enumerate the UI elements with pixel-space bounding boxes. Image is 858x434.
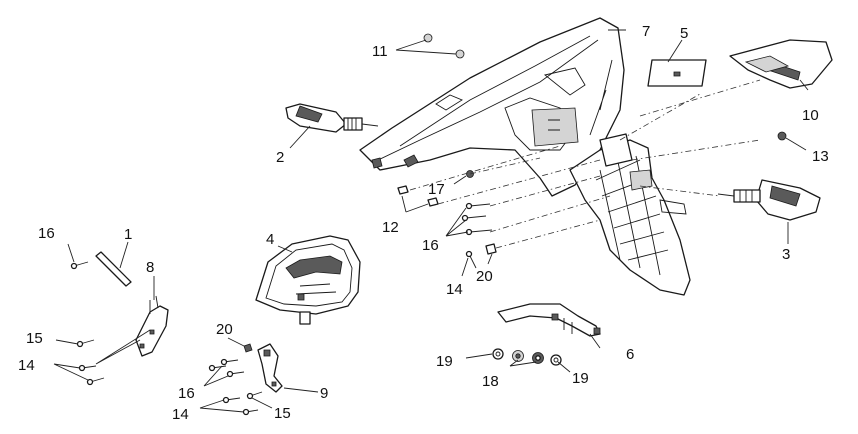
label-part-14-center: 14: [446, 281, 463, 298]
label-part-6: 6: [626, 346, 634, 363]
turn-signal-left-part-2: [285, 103, 379, 133]
reflector-cover-part-10: [729, 39, 833, 89]
label-part-1: 1: [124, 226, 132, 243]
turn-signal-right-part-3: [717, 179, 821, 221]
label-part-13: 13: [812, 148, 829, 165]
label-part-15-bottom: 15: [274, 405, 291, 422]
label-part-5: 5: [680, 25, 688, 42]
label-part-2: 2: [276, 149, 284, 166]
label-part-16-bottom: 16: [178, 385, 195, 402]
bracket-right-part-9: [257, 343, 283, 393]
label-part-7: 7: [642, 23, 650, 40]
rear-hugger-grille: [569, 133, 691, 296]
label-part-11: 11: [372, 43, 388, 60]
bracket-left-part-8: [135, 295, 169, 357]
label-part-10: 10: [802, 107, 819, 124]
label-part-19-right: 19: [572, 370, 589, 387]
assembly-centerlines: [409, 79, 761, 249]
label-part-18: 18: [482, 373, 499, 390]
label-part-8: 8: [146, 259, 154, 276]
tail-light-part-4: [255, 235, 361, 325]
label-part-4: 4: [266, 231, 274, 248]
label-part-20-center: 20: [476, 268, 493, 285]
label-part-16-center: 16: [422, 237, 439, 254]
label-part-20-bottom: 20: [216, 321, 233, 338]
label-part-14-bottom: 14: [172, 406, 189, 423]
hardware-fasteners: [70, 33, 787, 416]
label-part-16-left: 16: [38, 225, 55, 242]
label-part-9: 9: [320, 385, 328, 402]
label-part-19-left: 19: [436, 353, 453, 370]
bracket-part-6: [497, 303, 601, 337]
leader-lines: [53, 29, 809, 413]
label-part-3: 3: [782, 246, 790, 263]
label-part-17: 17: [428, 181, 445, 198]
callout-labels: 1 2 3 4 5 6 7 8 9 10 11 12 13 14 14 14 1…: [18, 23, 829, 423]
label-part-15-left: 15: [26, 330, 43, 347]
label-part-14-left: 14: [18, 357, 35, 374]
license-plate-part-5: [647, 59, 707, 87]
rear-fender-cowl-part-7: [359, 17, 625, 197]
label-part-12: 12: [382, 219, 399, 236]
rod-part-1: [95, 251, 132, 287]
